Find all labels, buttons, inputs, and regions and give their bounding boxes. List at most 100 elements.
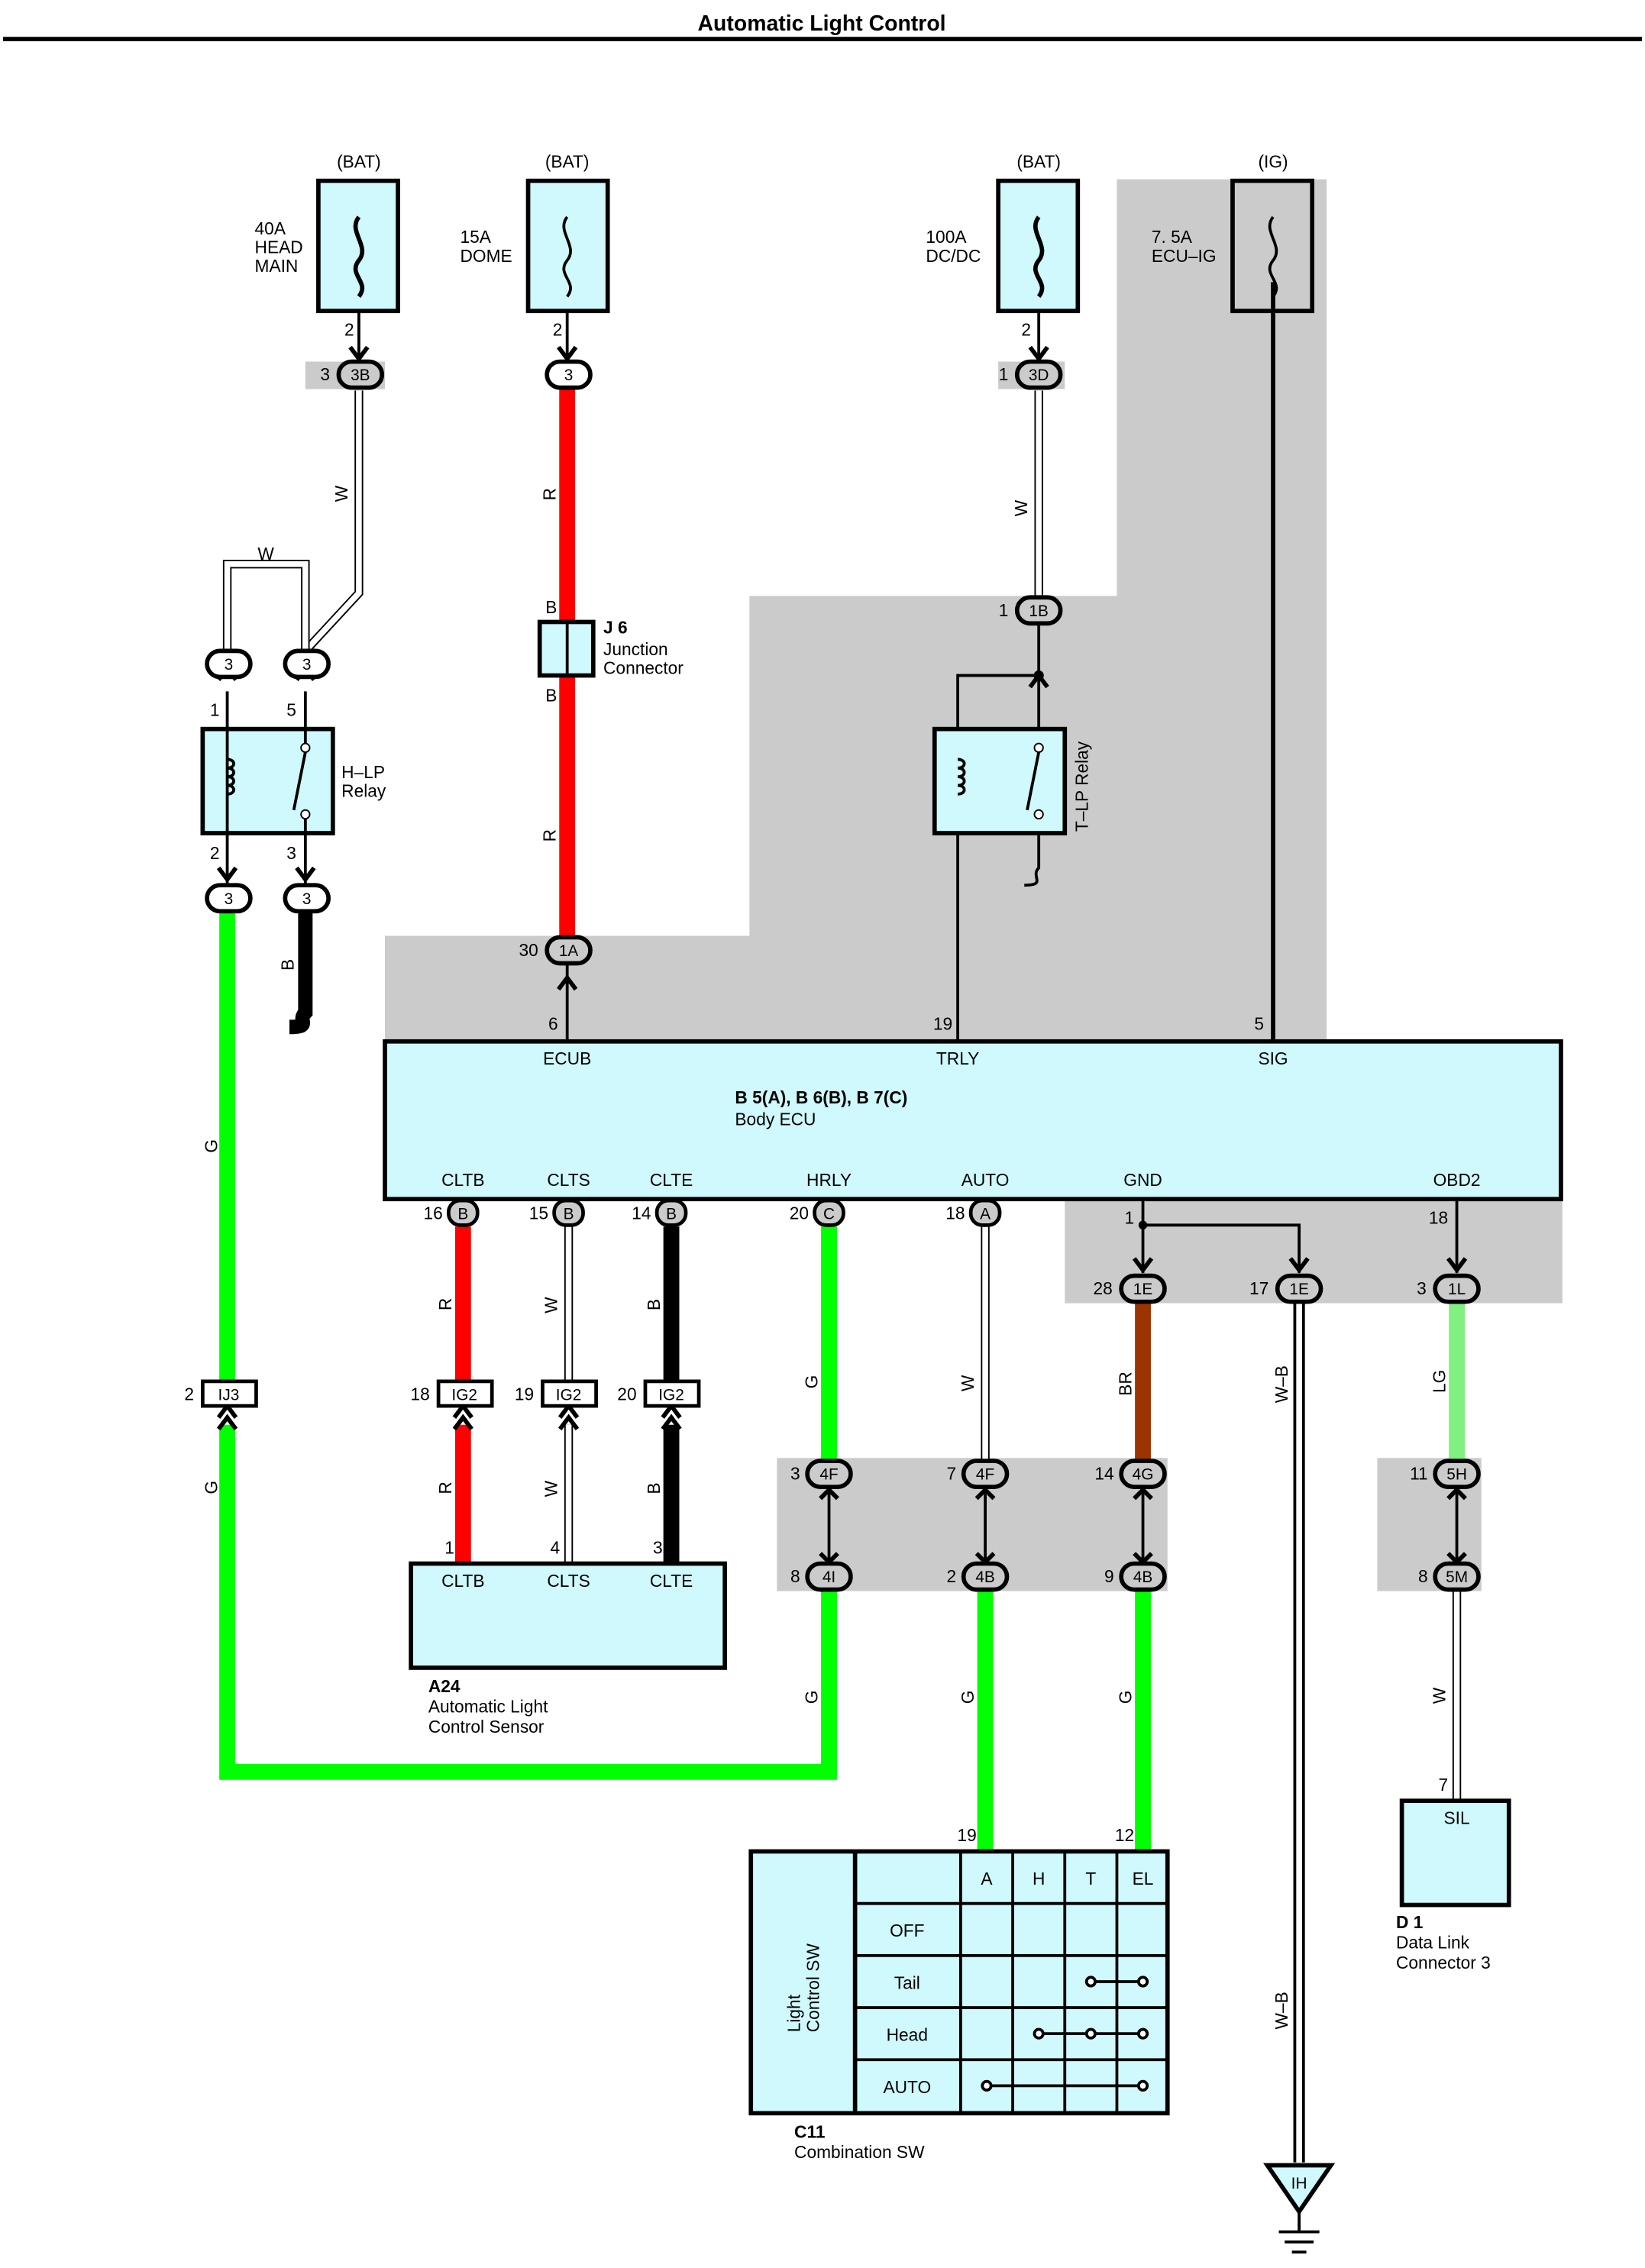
conn-4F-3-id: 4F: [819, 1466, 838, 1484]
fuse-ecu-ig-rating: 7. 5A: [1152, 227, 1193, 247]
ecu-conn-15: B: [552, 1198, 585, 1227]
ecu-name: Body ECU: [735, 1110, 816, 1129]
wire-label-w-sil: W: [1429, 1687, 1449, 1704]
fuse-head-main-source: (BAT): [337, 152, 381, 172]
data-link-connector: SIL 7 D 1 Data Link Connector 3: [1396, 1775, 1511, 1972]
ecu-top-pin-6: 6: [548, 1014, 558, 1034]
ecu-conn-16: B: [446, 1198, 480, 1227]
ecu-bottom-auto: AUTO: [961, 1170, 1010, 1190]
ecu-bottom-pin-20: 20: [790, 1203, 809, 1223]
sw-row-tail: Tail: [894, 1972, 920, 1992]
h-lp-pin-2: 2: [210, 843, 220, 863]
ecu-bottom-pin-14: 14: [632, 1203, 651, 1223]
dlc-name1: Data Link: [1396, 1932, 1470, 1952]
ecu-top-trly: TRLY: [936, 1048, 979, 1068]
sensor-name2: Control Sensor: [428, 1717, 545, 1737]
conn-1E-28-pin: 28: [1093, 1278, 1112, 1298]
sw-name: Combination SW: [794, 2142, 925, 2162]
fuse-head-main-pin: 2: [344, 319, 354, 339]
h-lp-pin-5: 5: [286, 700, 296, 720]
conn-1L-pin: 3: [1417, 1278, 1427, 1298]
sensor-pin-1: 1: [444, 1537, 454, 1557]
h-lp-pin-1: 1: [210, 700, 220, 720]
conn-3B-id: 3B: [351, 367, 370, 384]
automatic-light-control-sensor: CLTB CLTS CLTE 1 4 3 A24 Automatic Light…: [409, 1537, 727, 1737]
conn-4I-id: 4I: [822, 1569, 835, 1586]
fuse-ecu-ig: (IG) 7. 5A ECU–IG: [1152, 152, 1315, 314]
conn-relay-in-right-id: 3: [302, 656, 312, 674]
ecu-conn-20: C: [813, 1198, 845, 1227]
ecu-bottom-connectors: B B B C A: [446, 1198, 1148, 1230]
fuse-head-main-rating: 40A: [255, 218, 286, 238]
ecu-conn-14-id: B: [666, 1206, 677, 1223]
sensor-terminal-cltb: CLTB: [441, 1571, 484, 1591]
sensor-pin-4: 4: [551, 1537, 561, 1557]
conn-4G-pin: 14: [1094, 1464, 1113, 1484]
fuse-ecu-ig-name: ECU–IG: [1152, 246, 1217, 266]
t-lp-relay: T–LP Relay: [932, 670, 1092, 835]
wire-label-w1: W: [331, 485, 351, 502]
wire-label-w-auto: W: [958, 1375, 978, 1391]
sensor-pin-3: 3: [653, 1537, 663, 1557]
sw-col-el: EL: [1133, 1869, 1154, 1888]
ecu-bottom-obd2: OBD2: [1433, 1170, 1481, 1190]
conn-4B-2-pin: 2: [947, 1566, 957, 1586]
t-lp-relay-name: T–LP Relay: [1072, 741, 1092, 832]
conn-1A-id: 1A: [559, 942, 579, 960]
sw-side-label1: Light: [784, 1994, 804, 2032]
conn-IJ3-id: IJ3: [218, 1387, 240, 1404]
h-lp-pin-3: 3: [286, 843, 296, 863]
fuse-dome: (BAT) 15A DOME 2: [461, 152, 610, 339]
wire-label-b-clte: B: [644, 1299, 664, 1310]
conn-3-dome-id: 3: [564, 367, 574, 384]
conn-IG2-18-id: IG2: [451, 1387, 477, 1404]
h-lp-relay-name1: H–LP: [341, 762, 385, 782]
wires: [219, 282, 1465, 2163]
dlc-pin: 7: [1439, 1775, 1449, 1795]
body-ecu: B 5(A), B 6(B), B 7(C) Body ECU ECUB TRL…: [383, 1014, 1563, 1227]
conn-4I: 4I 8: [790, 1561, 853, 1592]
conn-relay-in-left-id: 3: [225, 656, 234, 674]
wire-label-b1: B: [278, 959, 298, 971]
sw-pin-12: 12: [1115, 1825, 1134, 1845]
conn-1B-id: 1B: [1029, 603, 1048, 620]
conn-IG2-18-pin: 18: [410, 1384, 429, 1404]
wire-label-g-main: G: [201, 1139, 221, 1153]
sw-col-h: H: [1033, 1869, 1045, 1888]
conn-4B-2-id: 4B: [975, 1569, 994, 1586]
dlc-terminal: SIL: [1444, 1808, 1470, 1828]
conn-IG2-20-id: IG2: [658, 1387, 684, 1404]
j6-name2: Connector: [603, 658, 684, 678]
fuse-dome-source: (BAT): [545, 152, 590, 172]
sw-row-auto: AUTO: [883, 2077, 931, 2097]
sw-pin-19: 19: [957, 1825, 976, 1845]
wire-label-r-cltb: R: [435, 1298, 455, 1310]
diagram-title: Automatic Light Control: [698, 11, 946, 36]
ecu-bottom-pin-15: 15: [529, 1203, 548, 1223]
conn-1L: 1L 3: [1417, 1273, 1481, 1304]
wire-color-labels: W W W R R B G G R W B G W BR W–B LG R W …: [201, 485, 1449, 2029]
ecu-top-pin-5: 5: [1254, 1014, 1264, 1034]
conn-1L-id: 1L: [1448, 1281, 1466, 1298]
conn-4I-pin: 8: [790, 1566, 800, 1586]
wire-label-wb1: W–B: [1272, 1365, 1291, 1403]
sw-row-off: OFF: [890, 1921, 924, 1940]
fuse-dcdc-pin: 2: [1021, 319, 1031, 339]
conn-4B-9-pin: 9: [1104, 1566, 1114, 1586]
sensor-id: A24: [428, 1676, 461, 1696]
wire-label-g-4b2: G: [1115, 1691, 1135, 1704]
fuse-dcdc-rating: 100A: [926, 227, 967, 247]
conn-4F-7-id: 4F: [976, 1466, 994, 1484]
wire-label-g-ij3: G: [201, 1481, 221, 1494]
conn-relay-out-right: 3: [283, 883, 331, 914]
conn-4F-7-pin: 7: [947, 1464, 957, 1484]
ecu-top-pin-19: 19: [933, 1014, 952, 1034]
